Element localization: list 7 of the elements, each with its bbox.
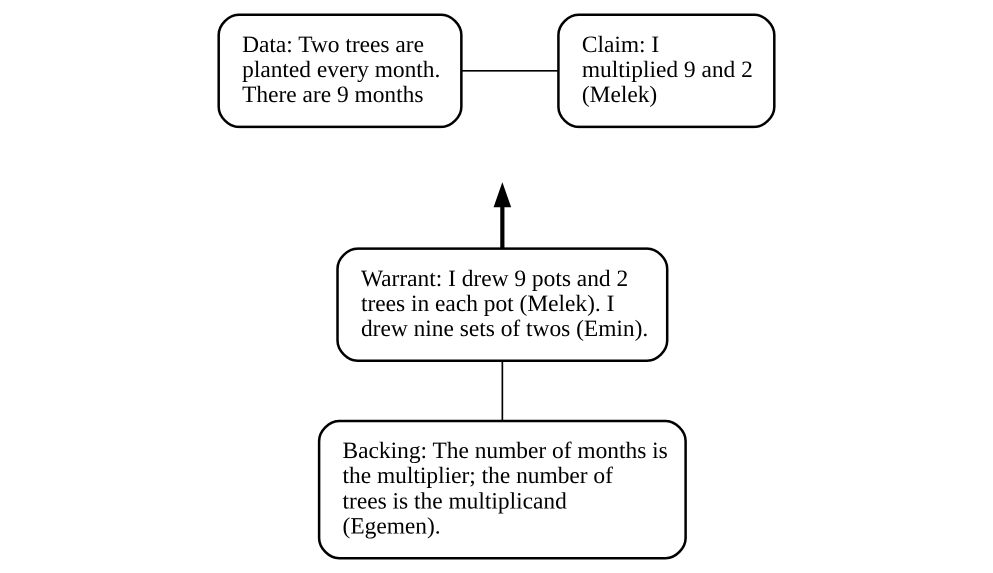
connector bbox=[462, 70, 558, 72]
connector bbox=[502, 360, 504, 421]
node-box: Warrant: I drew 9 pots and 2 trees in each pot (Melek). I drew nine sets of twos (Emin). bbox=[336, 247, 668, 362]
arrow bbox=[494, 182, 512, 248]
node-box: Backing: The number of months is the multiplier; the number of trees is the multiplicand (Egemen). bbox=[318, 420, 687, 560]
node-box: Data: Two trees are planted every month. There are 9 months bbox=[217, 14, 463, 128]
node-box: Claim: I multiplied 9 and 2 (Melek) bbox=[557, 14, 776, 128]
